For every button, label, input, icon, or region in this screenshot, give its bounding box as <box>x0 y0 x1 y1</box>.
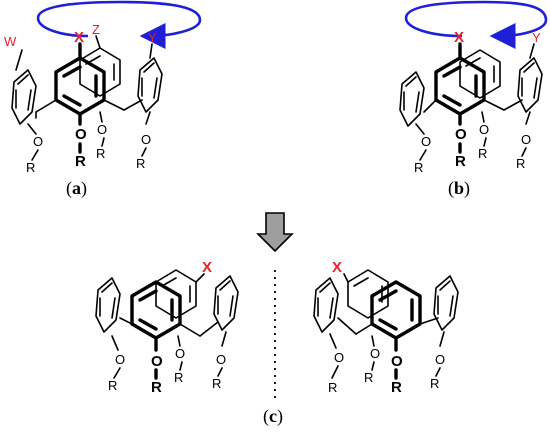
ring-back-b <box>459 49 501 99</box>
substituent-x: X <box>74 29 84 46</box>
alkyl-label: R <box>391 379 402 396</box>
alkyl-label: R <box>26 160 35 175</box>
oxygen-label: O <box>97 122 107 137</box>
oxygen-label: O <box>141 132 151 147</box>
panel-b: X Y O R O R O R O R (b) <box>399 0 548 199</box>
alkyl-label: R <box>212 376 221 391</box>
oxygen-label: O <box>521 132 531 147</box>
oxygen-label: O <box>175 346 185 361</box>
alkyl-label: R <box>455 153 466 170</box>
panel-label-a: (a) <box>66 178 87 199</box>
oxygen-label: O <box>75 126 87 143</box>
panel-a: W X Z Y O R O R O R O R (a) <box>4 0 202 199</box>
oxygen-label: O <box>151 353 163 370</box>
rotation-arrow-icon <box>36 0 202 49</box>
alkyl-label: R <box>364 370 373 385</box>
oxygen-label: O <box>370 346 380 361</box>
panel-label-b: (b) <box>448 178 470 199</box>
oxygen-label: O <box>435 352 445 367</box>
ring-front-a <box>54 56 106 116</box>
panel-c-left: X O R O R O R O R <box>95 259 239 396</box>
substituent-z: Z <box>92 22 100 37</box>
substituent-x: X <box>332 259 342 276</box>
ring-left-a <box>11 69 37 125</box>
rotation-arrow-icon <box>404 0 548 49</box>
alkyl-label: R <box>75 153 86 170</box>
oxygen-label: O <box>455 126 467 143</box>
down-arrow-icon <box>256 212 294 253</box>
substituent-y: Y <box>148 30 157 45</box>
oxygen-label: O <box>334 350 344 365</box>
alkyl-label: R <box>478 146 487 161</box>
ring-right-b <box>517 57 543 113</box>
alkyl-label: R <box>108 378 117 393</box>
oxygen-label: O <box>115 352 125 367</box>
oxygen-label: O <box>216 352 226 367</box>
alkyl-label: R <box>430 376 439 391</box>
substituent-w: W <box>4 34 17 49</box>
oxygen-label: O <box>33 134 43 149</box>
ring-right-a <box>137 57 163 113</box>
alkyl-label: R <box>136 156 145 171</box>
alkyl-label: R <box>174 370 183 385</box>
oxygen-label: O <box>421 134 431 149</box>
alkyl-label: R <box>414 160 423 175</box>
panel-label-c: (c) <box>263 406 283 427</box>
substituent-x: X <box>454 29 464 46</box>
alkyl-label: R <box>328 380 337 395</box>
ring-back-a <box>79 47 121 97</box>
oxygen-label: O <box>479 122 489 137</box>
substituent-y: Y <box>532 30 541 45</box>
panel-c-right: X O R O R O R O R <box>313 259 459 396</box>
alkyl-label: R <box>151 379 162 396</box>
alkyl-label: R <box>516 156 525 171</box>
alkyl-label: R <box>96 146 105 161</box>
substituent-x: X <box>202 259 212 276</box>
oxygen-label: O <box>391 353 403 370</box>
ring-left-b <box>399 71 425 127</box>
